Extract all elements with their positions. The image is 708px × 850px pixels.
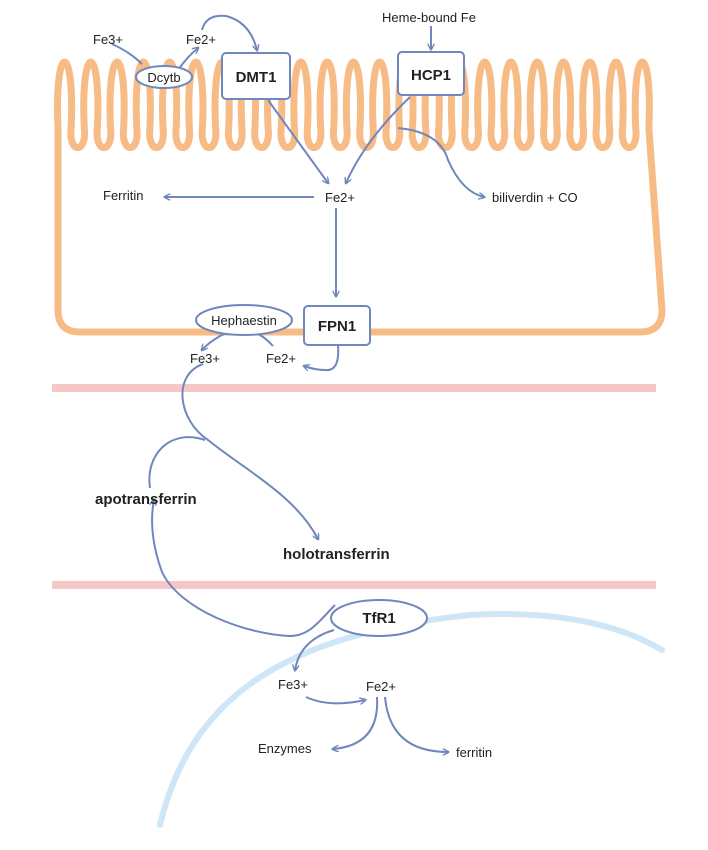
arrow-fe3-to-dcytb: [111, 43, 143, 65]
arrow-fe2-to-enzymes: [333, 696, 379, 749]
ferritin-target-label: ferritin: [456, 745, 492, 760]
arrow-fe3-to-fe2: [305, 696, 365, 703]
holotransferrin-label: holotransferrin: [283, 546, 390, 563]
tfr1-receptor: [330, 599, 428, 637]
arrow-apotransferrin-to-loop: [148, 436, 206, 489]
ferritin-label: Ferritin: [103, 188, 143, 203]
hcp1-transporter: [397, 51, 465, 96]
fe3-target-label: Fe3+: [278, 677, 308, 692]
arrow-fpn1-to-fe2: [304, 344, 340, 370]
fe2-center-label: Fe2+: [325, 190, 355, 205]
hcp1-label: HCP1: [411, 67, 451, 84]
arrow-hcp1-to-biliverdin: [397, 127, 484, 197]
dmt1-label: DMT1: [236, 69, 277, 86]
apotransferrin-label: apotransferrin: [95, 491, 197, 508]
dcytb-label: Dcytb: [147, 70, 180, 85]
arrow-dmt1-to-fe2: [267, 99, 328, 183]
vessel-line-bottom: [52, 581, 656, 589]
fe2-basal-label: Fe2+: [266, 351, 296, 366]
arrow-tfr1-to-apotransferrin: [152, 500, 336, 638]
hephaestin-enzyme: [195, 304, 293, 336]
arrow-fe2-to-ferritin-target: [384, 696, 448, 752]
hephaestin-label: Hephaestin: [211, 313, 277, 328]
enzymes-label: Enzymes: [258, 741, 312, 756]
arrow-tfr1-to-fe3: [295, 629, 335, 670]
heme-fe-label: Heme-bound Fe: [382, 10, 476, 25]
arrow-hcp1-to-fe2: [346, 96, 411, 183]
biliverdin-co-label: biliverdin + CO: [492, 190, 578, 205]
fe2-apical-label: Fe2+: [186, 32, 216, 47]
fpn1-transporter: [303, 305, 371, 346]
vessel-line-top: [52, 384, 656, 392]
enterocyte-membrane: [54, 58, 666, 336]
arrow-fe3-to-holotransferrin: [181, 363, 318, 539]
tfr1-label: TfR1: [362, 610, 395, 627]
fpn1-label: FPN1: [318, 318, 356, 335]
dcytb-transporter: [135, 65, 193, 89]
fe2-target-label: Fe2+: [366, 679, 396, 694]
target-cell-membrane: [157, 611, 665, 828]
fe3-apical-label: Fe3+: [93, 32, 123, 47]
arrow-fe2-to-dmt1: [201, 14, 257, 50]
fe3-basal-label: Fe3+: [190, 351, 220, 366]
dmt1-transporter: [221, 52, 291, 100]
